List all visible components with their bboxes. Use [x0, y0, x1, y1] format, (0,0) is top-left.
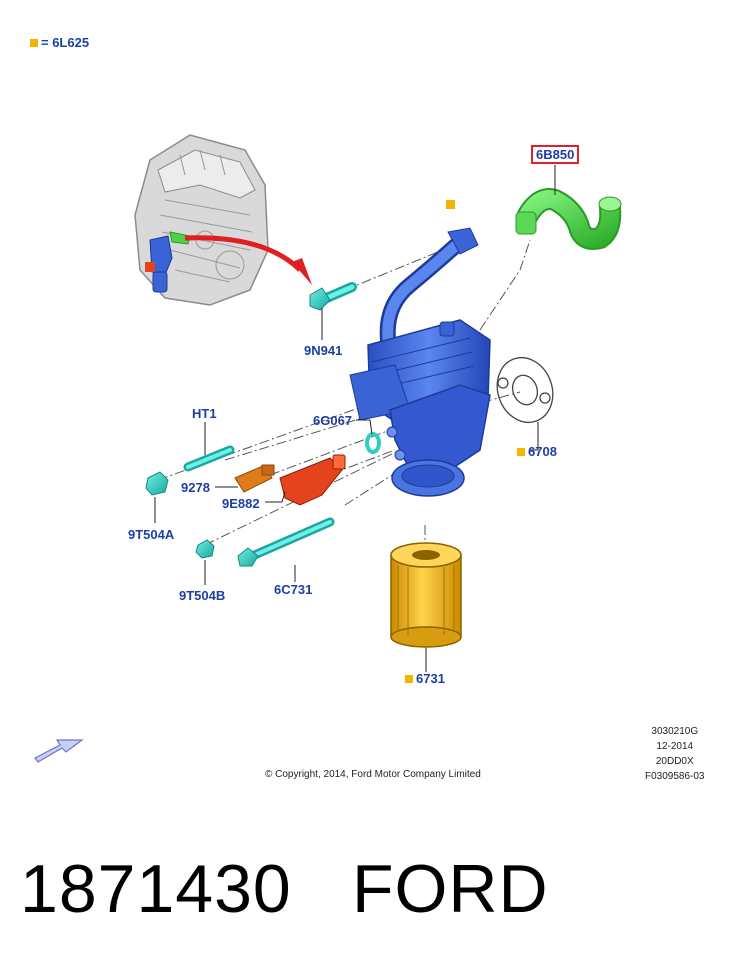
legend-swatch-icon	[30, 39, 38, 47]
callout-ht1[interactable]: HT1	[192, 406, 217, 421]
callout-6731[interactable]: 6731	[405, 671, 445, 686]
legend: = 6L625	[30, 35, 89, 50]
diagram-meta: 3030210G 12-2014 20DD0X F0309586-03	[645, 724, 705, 784]
engine-thumbnail	[134, 134, 269, 306]
red-pointer-arrow	[184, 235, 312, 285]
long-bolt-6c731	[237, 517, 335, 567]
leader-lines	[154, 165, 556, 672]
oil-filter-6731	[390, 542, 462, 648]
callout-6b850[interactable]: 6B850	[531, 145, 580, 164]
meta-line-3: 20DD0X	[655, 756, 694, 767]
oil-cooler-housing	[349, 227, 491, 497]
callout-6c731[interactable]: 6C731	[274, 582, 313, 597]
o-ring-6g067	[365, 432, 381, 454]
adapter-9e882	[279, 454, 346, 506]
sensor-9278	[234, 464, 275, 493]
meta-line-4: F0309586-03	[645, 771, 705, 782]
nut-9t504b	[195, 539, 215, 559]
copyright-notice: © Copyright, 2014, Ford Motor Company Li…	[265, 769, 481, 780]
callout-9t504b[interactable]: 9T504B	[179, 588, 226, 603]
marker-square-icon	[517, 448, 525, 456]
callout-6708-text: 6708	[528, 444, 557, 459]
callout-9t504a[interactable]: 9T504A	[128, 527, 175, 542]
marker-square-icon	[405, 675, 413, 683]
callout-6731-text: 6731	[416, 671, 445, 686]
bolt-9n941	[309, 282, 357, 311]
meta-line-2: 12-2014	[656, 741, 694, 752]
callout-6g067[interactable]: 6G067	[313, 413, 353, 428]
nut-9t504a	[145, 471, 169, 496]
callout-9e882[interactable]: 9E882	[222, 496, 260, 511]
meta-line-1: 3030210G	[651, 726, 699, 737]
6l625-marker	[446, 200, 455, 209]
gasket-6708	[496, 356, 554, 424]
hose-6b850	[515, 188, 622, 250]
part-number: 1871430	[20, 851, 292, 927]
view-direction-arrow-icon	[34, 739, 84, 763]
callout-9278[interactable]: 9278	[181, 480, 210, 495]
stud-ht1	[183, 445, 235, 472]
legend-label: = 6L625	[41, 35, 90, 50]
brand-name: FORD	[352, 851, 549, 927]
callout-6708[interactable]: 6708	[517, 444, 557, 459]
callout-9n941[interactable]: 9N941	[304, 343, 343, 358]
